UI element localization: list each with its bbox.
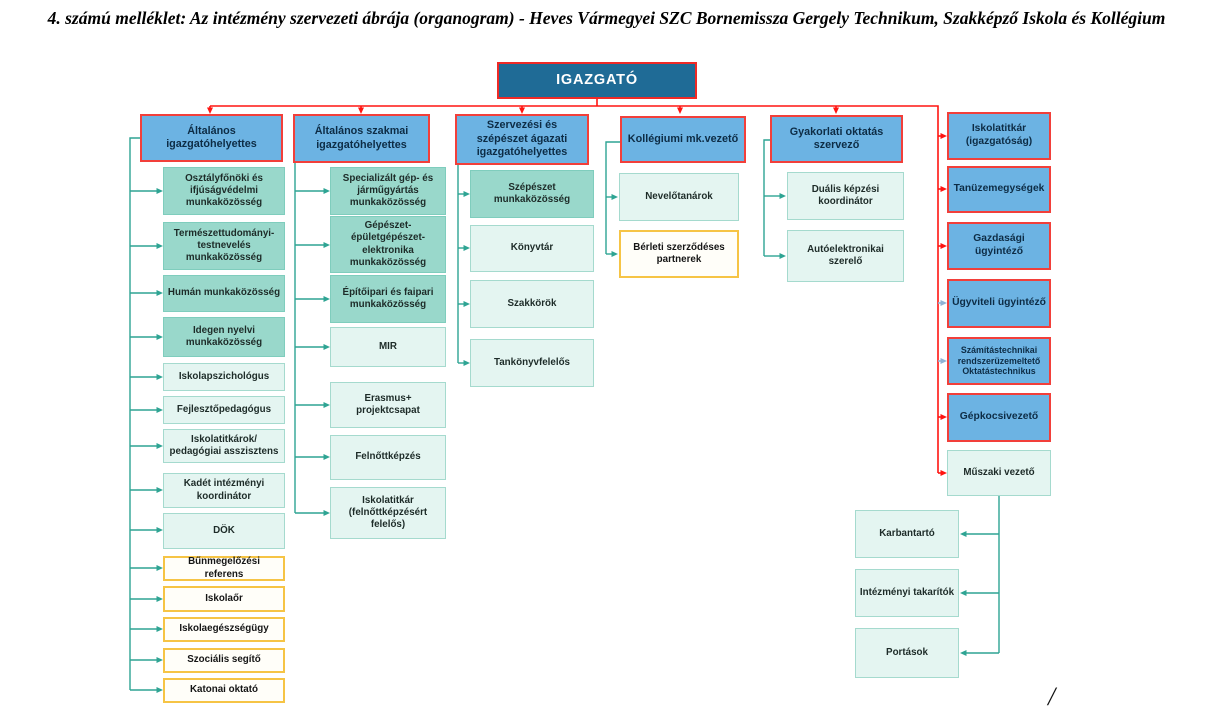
node-szepeszet-munkakozosseg: Szépészet munkaközösség xyxy=(470,170,594,218)
node-szervezesi-szepeszet-igazgatohelyettes: Szervezési és szépészet ágazati igazgató… xyxy=(455,114,589,165)
node-specializalt-gep: Specializált gép- és járműgyártás munkak… xyxy=(330,167,446,215)
node-idegen-nyelvi: Idegen nyelvi munkaközösség xyxy=(163,317,285,357)
node-epitoipari-faipari: Építőipari és faipari munkaközösség xyxy=(330,275,446,323)
node-human-munkakozosseg: Humán munkaközösség xyxy=(163,275,285,312)
page-mark: / xyxy=(1048,682,1056,711)
node-dualis-koordinator: Duális képzési koordinátor xyxy=(787,172,904,220)
node-iskolatitkar-igazgatosag: Iskolatitkár (igazgatóság) xyxy=(947,112,1051,160)
node-autoelektronikai-szerelo: Autóelektronikai szerelő xyxy=(787,230,904,282)
node-ugyviteli-ugyintezo: Ügyviteli ügyintéző xyxy=(947,279,1051,328)
node-gepeszet-elektronika: Gépészet-épületgépészet-elektronika munk… xyxy=(330,216,446,273)
node-gyakorlati-oktatas-szervezo: Gyakorlati oktatás szervező xyxy=(770,115,903,163)
node-altalanos-igazgatohelyettes: Általános igazgatóhelyettes xyxy=(140,114,283,162)
node-termeszettudomanyi: Természettudományi-testnevelés munkaközö… xyxy=(163,222,285,270)
node-szakkorok: Szakkörök xyxy=(470,280,594,328)
node-erasmus-projektcsapat: Erasmus+ projektcsapat xyxy=(330,382,446,428)
node-tanuzemegysegek: Tanüzemegységek xyxy=(947,166,1051,213)
node-szamitastechnikai: Számítástechnikai rendszerüzemeltető Okt… xyxy=(947,337,1051,385)
node-kadet-koordinator: Kadét intézményi koordinátor xyxy=(163,473,285,508)
node-karbantarto: Karbantartó xyxy=(855,510,959,558)
node-szocialis-segito: Szociális segítő xyxy=(163,648,285,673)
node-felnottkepzes: Felnőttképzés xyxy=(330,435,446,480)
node-iskolapszichologus: Iskolapszichológus xyxy=(163,363,285,391)
node-tankonyvfelelos: Tankönyvfelelős xyxy=(470,339,594,387)
node-altalanos-szakmai-igazgatohelyettes: Általános szakmai igazgatóhelyettes xyxy=(293,114,430,163)
node-muszaki-vezeto: Műszaki vezető xyxy=(947,450,1051,496)
node-intezmenyi-takaritok: Intézményi takarítók xyxy=(855,569,959,617)
node-kollegiumi-mk-vezeto: Kollégiumi mk.vezető xyxy=(620,116,746,163)
node-osztalyfonoki: Osztályfőnöki és ifjúságvédelmi munkaköz… xyxy=(163,167,285,215)
page-title: 4. számú melléklet: Az intézmény szervez… xyxy=(47,8,1166,28)
node-mir: MIR xyxy=(330,327,446,367)
node-gepkocsivezeto: Gépkocsivezető xyxy=(947,393,1051,442)
node-iskolaegeszsegugy: Iskolaegészségügy xyxy=(163,617,285,642)
node-konyvtar: Könyvtár xyxy=(470,225,594,272)
node-iskolatitkarok: Iskolatitkárok/ pedagógiai asszisztens xyxy=(163,429,285,463)
node-nevelotanarok: Nevelőtanárok xyxy=(619,173,739,221)
node-igazgato: IGAZGATÓ xyxy=(497,62,697,99)
node-katonai-oktato: Katonai oktató xyxy=(163,678,285,703)
node-fejlesztopedagogus: Fejlesztőpedagógus xyxy=(163,396,285,424)
node-gazdasagi-ugyintezo: Gazdasági ügyintéző xyxy=(947,222,1051,270)
node-iskolatitkar-felnottkepzes: Iskolatitkár (felnőttképzésért felelős) xyxy=(330,487,446,539)
node-portasok: Portások xyxy=(855,628,959,678)
node-dok: DÖK xyxy=(163,513,285,549)
node-bunmegelozesi-referens: Bűnmegelőzési referens xyxy=(163,556,285,581)
node-berleti-partnerek: Bérleti szerződéses partnerek xyxy=(619,230,739,278)
node-iskolaor: Iskolaőr xyxy=(163,586,285,612)
